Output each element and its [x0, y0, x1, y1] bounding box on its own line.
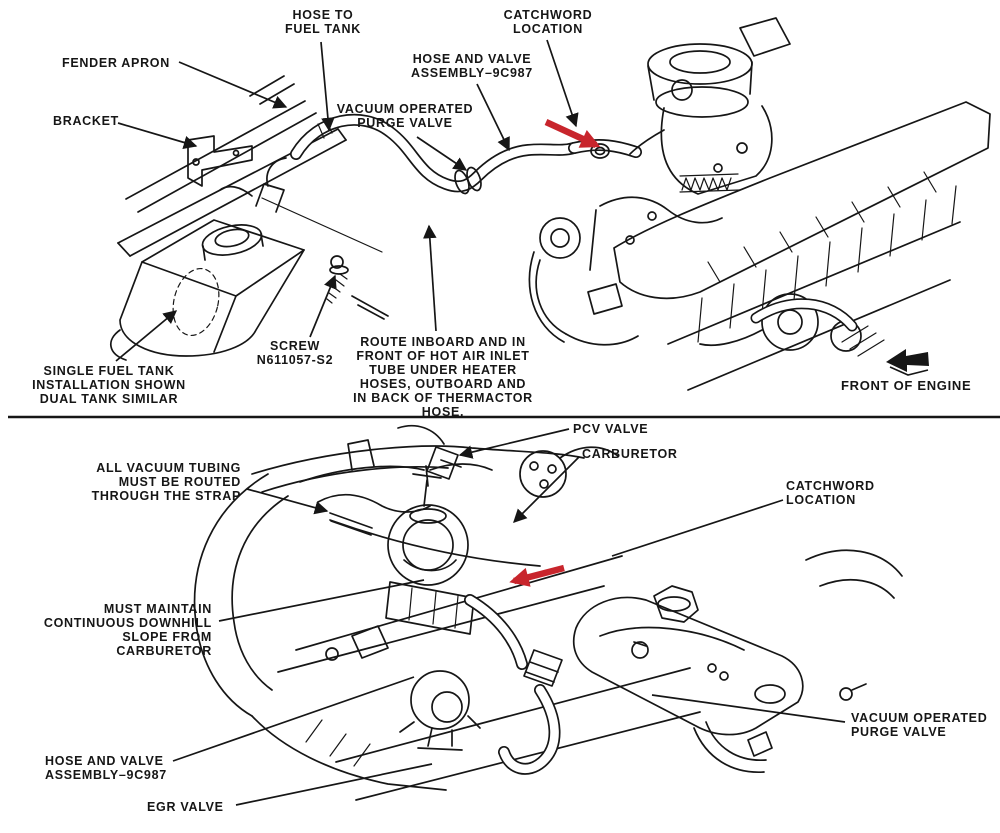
- catchword-location-label-bottom: CATCHWORD LOCATION: [786, 479, 875, 507]
- hose-and-valve-assembly-label-bottom: HOSE AND VALVE ASSEMBLY–9C987: [45, 754, 167, 782]
- fender-apron-label: FENDER APRON: [62, 56, 170, 70]
- vacuum-purge-valve-label-top: VACUUM OPERATED PURGE VALVE: [336, 102, 474, 130]
- hose-to-fuel-tank-label: HOSE TO FUEL TANK: [285, 8, 361, 36]
- catchword-highlight-arrow-top: [544, 119, 601, 148]
- vacuum-tubing-strap-note: ALL VACUUM TUBING MUST BE ROUTED THROUGH…: [91, 461, 241, 503]
- egr-valve-label: EGR VALVE: [147, 800, 224, 814]
- single-fuel-tank-note: SINGLE FUEL TANK INSTALLATION SHOWN DUAL…: [32, 364, 186, 406]
- front-of-engine-label: FRONT OF ENGINE: [841, 378, 972, 393]
- screw-label: SCREW N611057-S2: [256, 339, 334, 367]
- hose-and-valve-assembly-label-top: HOSE AND VALVE ASSEMBLY–9C987: [411, 52, 533, 80]
- bottom-view-leader-lines: [172, 428, 846, 806]
- top-view-linework: [110, 17, 991, 391]
- vacuum-purge-valve-label-bottom: VACUUM OPERATED PURGE VALVE: [851, 711, 988, 739]
- catchword-location-label-top: CATCHWORD LOCATION: [503, 8, 593, 36]
- pcv-valve-label: PCV VALVE: [573, 422, 649, 436]
- top-view-leader-lines: [115, 39, 579, 362]
- downhill-slope-note: MUST MAINTAIN CONTINUOUS DOWNHILL SLOPE …: [43, 602, 212, 658]
- carburetor-label: CARBURETOR: [582, 447, 678, 461]
- route-inboard-note: ROUTE INBOARD AND IN FRONT OF HOT AIR IN…: [353, 335, 533, 419]
- bottom-view-linework: [193, 424, 903, 801]
- front-of-engine-arrow-icon: [886, 349, 929, 376]
- catchword-highlight-arrow-bottom: [509, 564, 565, 587]
- bracket-label: BRACKET: [53, 114, 120, 128]
